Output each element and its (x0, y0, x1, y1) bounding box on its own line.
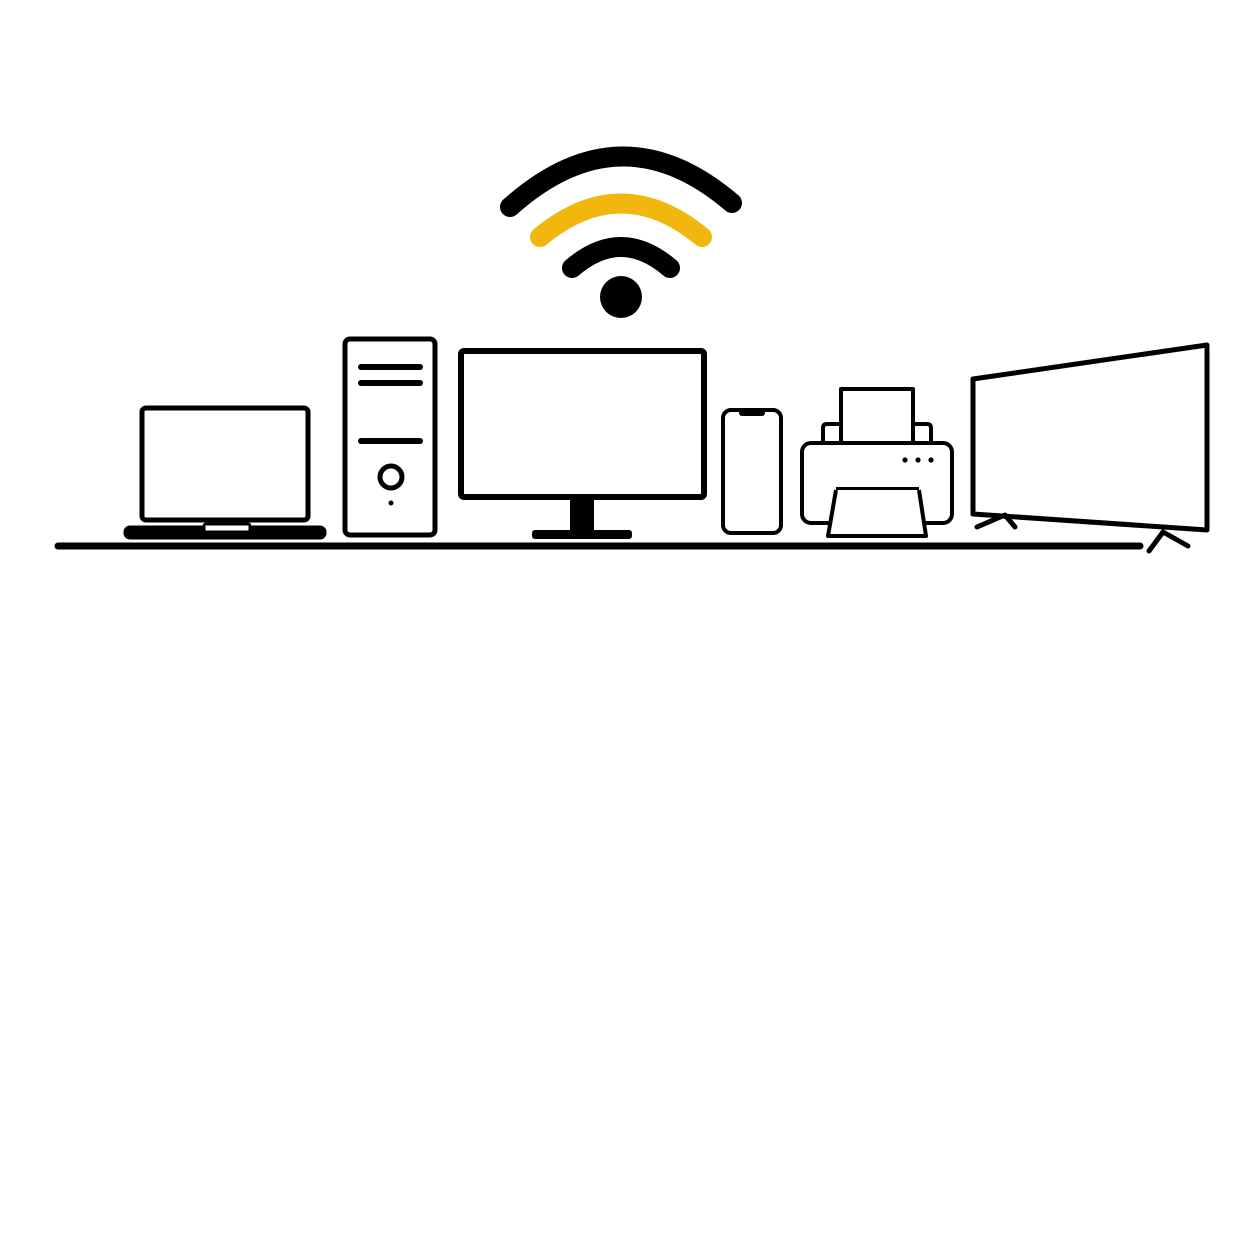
smartphone-icon (721, 408, 783, 535)
wifi-dot (600, 276, 642, 318)
wifi-arc-inner (562, 237, 680, 278)
tower-power-button (377, 463, 405, 491)
laptop-trackpad-notch (202, 522, 252, 534)
wifi-arc-middle (530, 193, 712, 247)
printer-light-1 (902, 457, 908, 463)
printer-paper-out (826, 489, 928, 538)
tower-case (342, 336, 438, 538)
monitor-stand-base (532, 530, 632, 539)
printer-light-2 (915, 457, 921, 463)
tv-leg-left (974, 512, 1018, 530)
laptop-screen (139, 405, 311, 523)
tv-screen (970, 342, 1210, 533)
wifi-arc-outer (500, 146, 742, 217)
monitor-screen (458, 348, 707, 500)
monitor-neck (570, 497, 594, 533)
tower-led (388, 500, 394, 506)
desktop-tower-icon (342, 336, 438, 538)
phone-notch (739, 410, 765, 416)
tv-icon (970, 342, 1210, 554)
printer-light-3 (928, 457, 934, 463)
printer-icon (800, 387, 954, 538)
wifi-icon (500, 146, 742, 318)
tv-leg-right (1146, 529, 1191, 554)
printer-paper-in (839, 387, 915, 445)
monitor-icon (458, 348, 707, 539)
printer-top (821, 422, 933, 443)
phone-body (721, 408, 783, 535)
laptop-icon (123, 405, 327, 540)
